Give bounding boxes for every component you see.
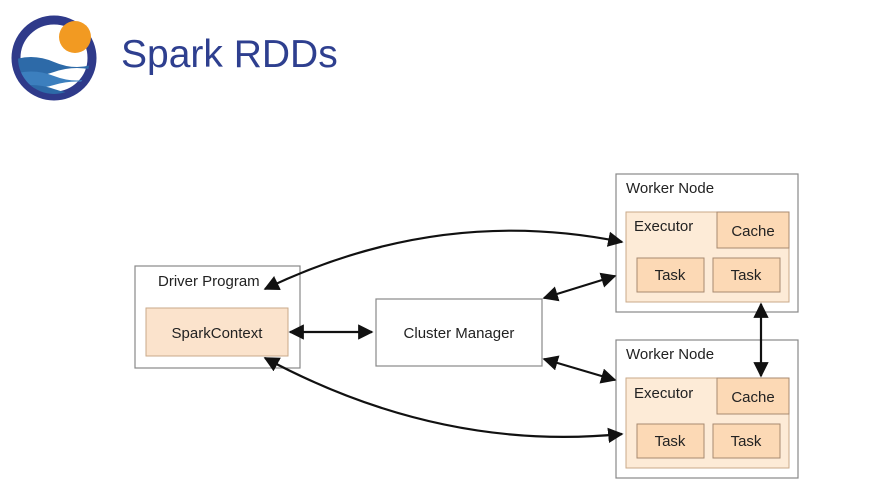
- arrow-context-to-worker-1: [263, 229, 624, 290]
- cluster-manager-label: Cluster Manager: [404, 325, 515, 342]
- task-label: Task: [655, 433, 686, 450]
- arrow-cluster-manager-to-worker-1: [542, 272, 617, 302]
- task-label: Task: [731, 433, 762, 450]
- task-box: [636, 257, 705, 293]
- slide-title: Spark RDDs: [121, 33, 338, 76]
- executor-label: Executor: [634, 385, 693, 402]
- worker-node-1: Worker Node Executor Cache Task Task: [615, 173, 799, 313]
- cache-box: [716, 377, 790, 415]
- cache-box: [716, 211, 790, 249]
- task-label: Task: [731, 267, 762, 284]
- task-label: Task: [655, 267, 686, 284]
- driver-program-box: Driver Program SparkContext: [134, 265, 301, 369]
- cluster-manager-box: Cluster Manager: [375, 298, 543, 367]
- worker-node-label: Worker Node: [626, 346, 714, 363]
- executor-label: Executor: [634, 218, 693, 235]
- spark-context-box: [145, 307, 289, 357]
- worker-node-label: Worker Node: [626, 180, 714, 197]
- task-box: [712, 257, 781, 293]
- driver-program-label: Driver Program: [158, 273, 260, 290]
- cache-label: Cache: [731, 389, 774, 406]
- arrow-context-to-worker-2: [263, 357, 624, 444]
- globe-wave-logo: [11, 15, 97, 101]
- task-box: [712, 423, 781, 459]
- cache-label: Cache: [731, 223, 774, 240]
- worker-node-2: Worker Node Executor Cache Task Task: [615, 339, 799, 479]
- arrow-cluster-manager-to-worker-2: [542, 355, 617, 384]
- spark-context-label: SparkContext: [172, 325, 264, 342]
- task-box: [636, 423, 705, 459]
